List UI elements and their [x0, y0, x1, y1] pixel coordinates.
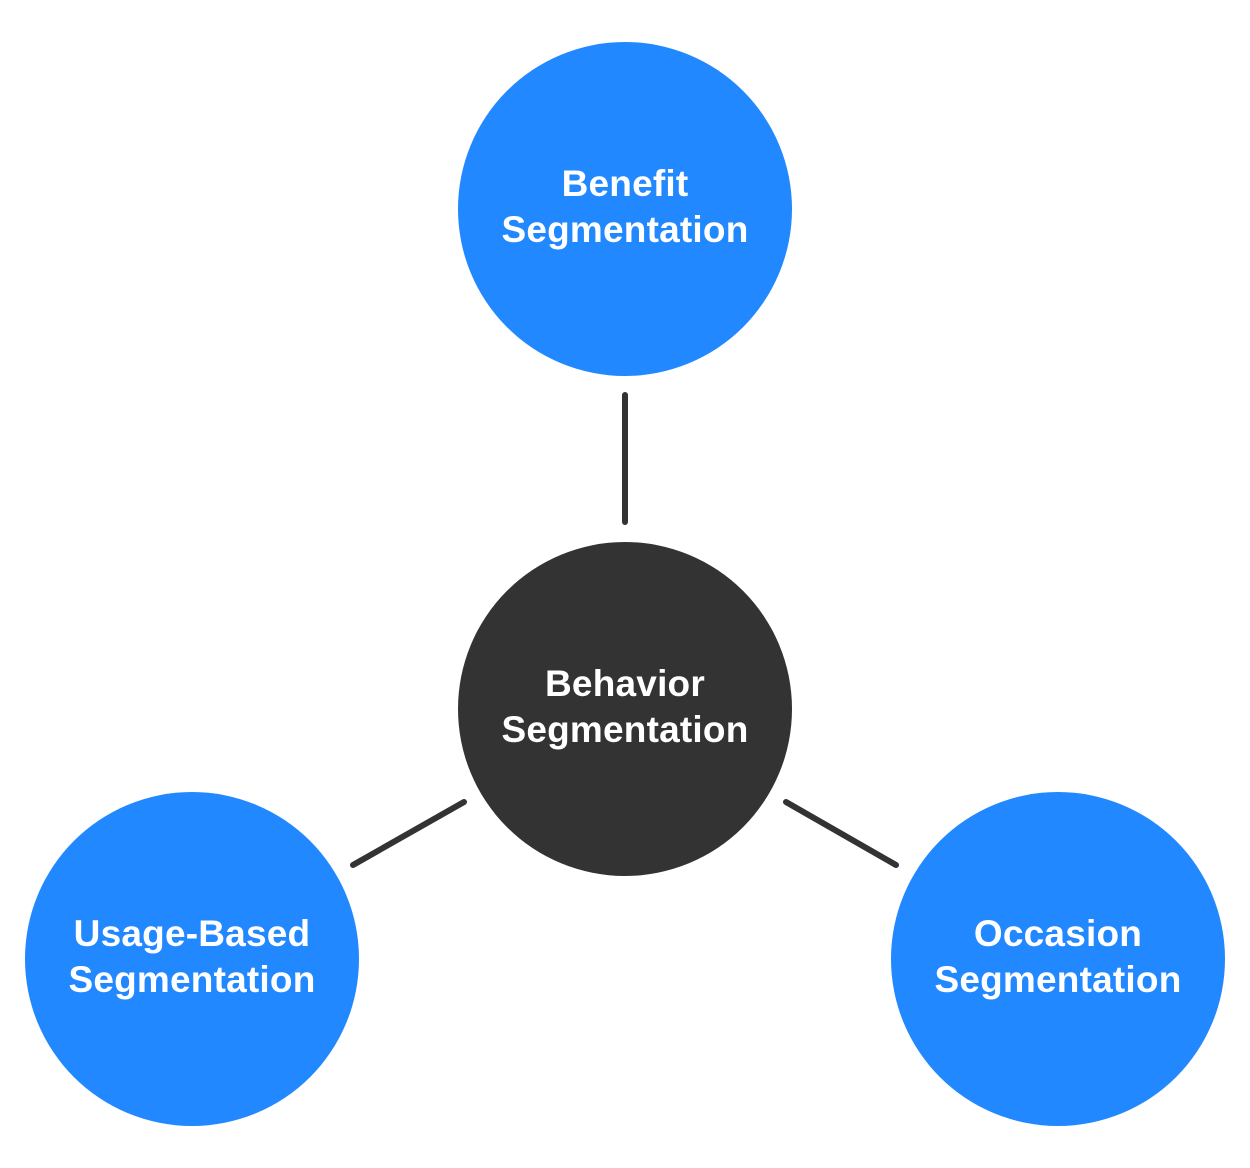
behavior-segmentation-node: Behavior Segmentation: [458, 542, 792, 876]
label-line-1: Usage-Based: [73, 913, 311, 954]
usage-based-segmentation-label: Usage-Based Segmentation: [68, 911, 315, 1003]
label-line-2: Segmentation: [501, 209, 749, 250]
benefit-segmentation-node: Benefit Segmentation: [458, 42, 792, 376]
benefit-segmentation-label: Benefit Segmentation: [501, 161, 748, 253]
label-line-1: Benefit: [561, 163, 689, 204]
label-line-1: Occasion: [973, 913, 1143, 954]
label-line-2: Segmentation: [501, 709, 749, 750]
connector-center-to-left: [350, 799, 467, 868]
occasion-segmentation-node: Occasion Segmentation: [891, 792, 1225, 1126]
connector-center-to-right: [783, 799, 899, 868]
behavior-segmentation-label: Behavior Segmentation: [501, 661, 748, 753]
label-line-1: Behavior: [545, 663, 705, 704]
label-line-2: Segmentation: [934, 959, 1182, 1000]
occasion-segmentation-label: Occasion Segmentation: [934, 911, 1181, 1003]
usage-based-segmentation-node: Usage-Based Segmentation: [25, 792, 359, 1126]
label-line-2: Segmentation: [68, 959, 316, 1000]
